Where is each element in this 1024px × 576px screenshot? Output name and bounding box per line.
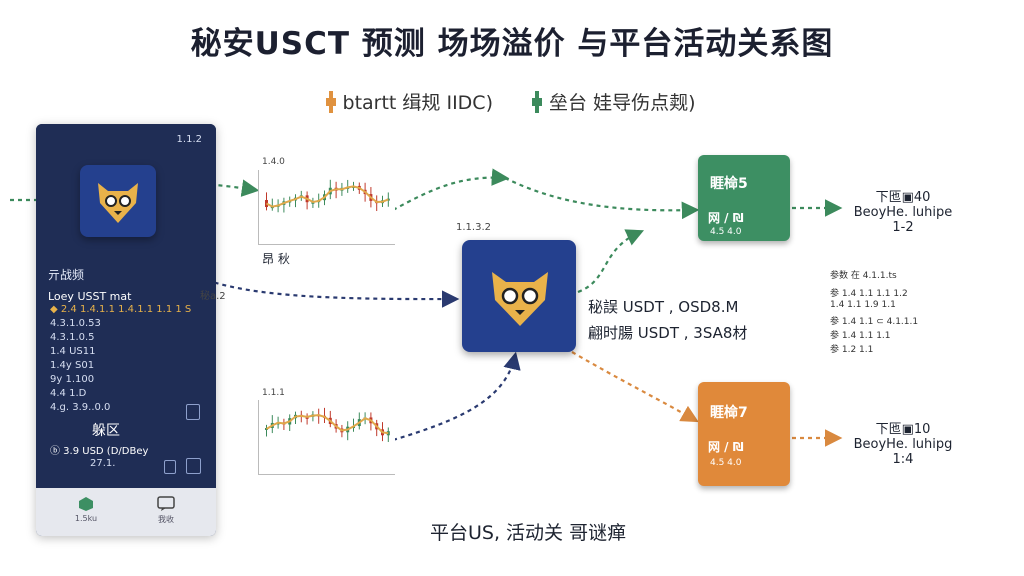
top-chart-axis-label: 1.4.0 (262, 157, 285, 167)
message-icon (157, 496, 175, 511)
note-line: 参数 在 4.1.1.ts (830, 271, 897, 281)
output-bottom: 下匜▣10 BeoyHe. luhipg 1:4 (838, 418, 968, 467)
phone-screen: 1.1.2 亓战频 Loey USST mat ◆ 2.4 1.4.1.1 1.… (36, 124, 216, 488)
mascot-fox-icon (492, 272, 548, 326)
phone-line: 4.3.1.0.53 (50, 318, 101, 329)
center-mascot-tile (462, 240, 576, 352)
moving-average-line (266, 185, 389, 208)
phone-line: 4.3.1.0.5 (50, 332, 95, 343)
bottom-candlestick-chart (258, 400, 395, 475)
phone-top-code: 1.1.2 (176, 134, 202, 145)
legend-label: btartt 缉规 IIDC) (342, 92, 493, 114)
legend-marker-green (532, 90, 543, 113)
tab-label: 1.5ku (74, 514, 98, 523)
card-foot: 4.5 4.0 (710, 227, 742, 237)
phone-line: 9y 1.100 (50, 374, 95, 385)
side-label: 秘a.2 (200, 291, 226, 302)
candle-body (265, 427, 268, 430)
card-body: 网 / ₪ (708, 440, 744, 454)
card-title: 睚椧7 (710, 405, 748, 421)
card-foot: 4.5 4.0 (710, 458, 742, 468)
legend-item-orange: btartt 缉规 IIDC) (325, 88, 493, 115)
center-line-2: 翩时腸 USDT , 3SA8材 (588, 324, 748, 342)
legend-label: 垒台 娃导伤点觌) (549, 92, 696, 114)
legend-item-green: 垒台 娃导伤点觌) (532, 88, 696, 115)
diagram-title: 秘安USCT 预测 场场溢价 与平台活动关系图 (190, 26, 834, 62)
green-platform-card: 睚椧5 网 / ₪ 4.5 4.0 (698, 155, 790, 241)
moving-average-line (265, 414, 389, 435)
mascot-fox-icon (98, 183, 138, 223)
phone-doc-icon[interactable] (186, 404, 200, 420)
note-line: 参 1.4 1.1 ⊂ 4.1.1.1 (830, 317, 919, 327)
output-line: BeoyHe. luhipe (853, 205, 953, 220)
top-candlestick-chart (258, 170, 395, 245)
phone-line: 4.4 1.D (50, 388, 87, 399)
note-line: 1.4 1.1 1.9 1.1 (830, 300, 896, 310)
phone-line: 4.g. 3.9..0.0 (50, 402, 111, 413)
arrow-center-to-orange (571, 351, 699, 423)
arrow-center-to-card (577, 229, 645, 294)
phone-caption-sub: 27.1. (90, 458, 116, 469)
top-chart-caption: 昂 秋 (262, 252, 290, 266)
cube-icon (79, 497, 93, 511)
phone-mascot-tile (80, 165, 156, 237)
phone-caption: ⓑ 3.9 USD (D/DBey (50, 446, 149, 457)
center-line-1: 秘誤 USDT , OSD8.M (588, 298, 739, 316)
tab-home[interactable]: 1.5ku (56, 496, 116, 523)
legend-marker-orange (325, 90, 336, 113)
note-line: 参 1.2 1.1 (830, 345, 874, 355)
output-top: 下匜▣40 BeoyHe. luhipe 1-2 (838, 186, 968, 235)
output-head: 下匜▣10 (875, 422, 931, 437)
phone-mockup: 1.1.2 亓战频 Loey USST mat ◆ 2.4 1.4.1.1 1.… (36, 124, 216, 536)
tab-label: 我收 (158, 515, 174, 524)
legend: btartt 缉规 IIDC) 垒台 娃导伤点觌) (0, 88, 1024, 118)
arrow-top-to-card (504, 177, 700, 220)
output-ratio: 1:4 (892, 452, 914, 467)
phone-share-icon[interactable] (186, 458, 201, 474)
card-title: 睚椧5 (710, 176, 748, 192)
tab-messages[interactable]: 我收 (136, 496, 196, 525)
center-code: 1.1.3.2 (456, 222, 491, 233)
phone-asset-name: Loey USST mat (48, 290, 132, 303)
note-line: 参 1.4 1.1 1.1 1.2 (830, 289, 908, 299)
phone-center-label: 躲区 (92, 423, 120, 439)
card-body: 网 / ₪ (708, 211, 744, 225)
phone-line: 1.4y S01 (50, 360, 95, 371)
bottom-caption: 平台US, 活动关 哥谜瘅 (430, 522, 627, 544)
phone-copy-icon[interactable] (164, 460, 176, 474)
phone-tab-bar: 1.5ku 我收 (36, 488, 216, 536)
note-line: 参 1.4 1.1 1.1 (830, 331, 891, 341)
arrow-bottom-chart-to-center (392, 351, 521, 442)
output-line: BeoyHe. luhipg (853, 437, 953, 452)
phone-line: 1.4 US11 (50, 346, 96, 357)
output-ratio: 1-2 (892, 220, 914, 235)
orange-platform-card: 睚椧7 网 / ₪ 4.5 4.0 (698, 382, 790, 486)
phone-heading: 亓战频 (48, 268, 85, 282)
phone-line: ◆ 2.4 1.4.1.1 1.4.1.1 1.1 1 S (50, 304, 192, 315)
bottom-chart-axis-label: 1.1.1 (262, 388, 285, 398)
output-head: 下匜▣40 (875, 190, 931, 205)
arrow-chart-to-top (392, 168, 510, 211)
